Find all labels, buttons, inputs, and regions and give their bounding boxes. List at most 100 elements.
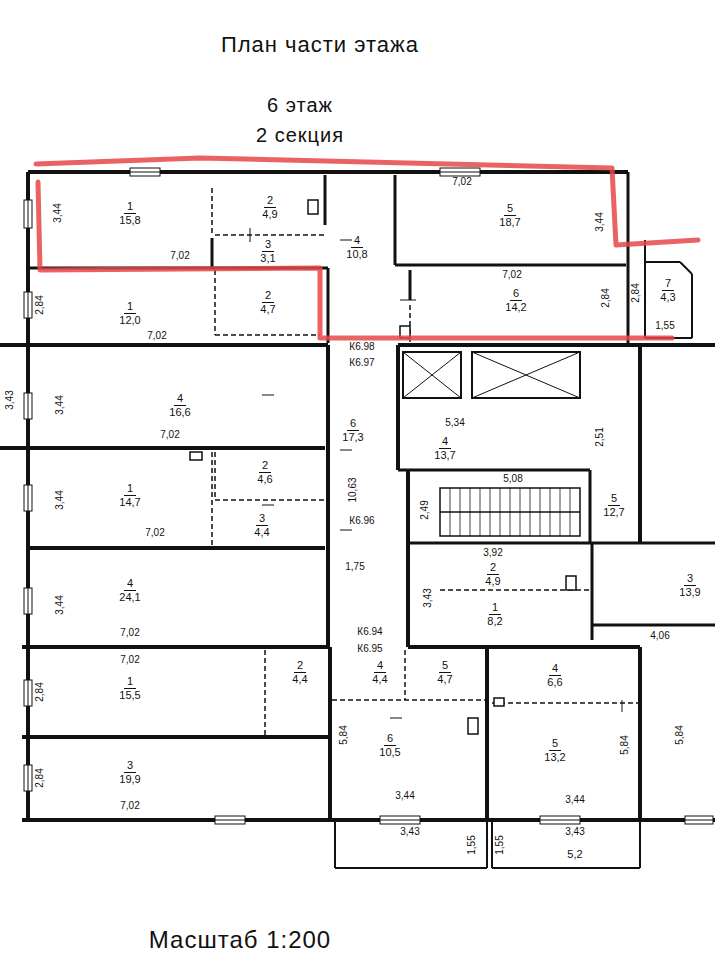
room-number: 5 — [504, 202, 516, 215]
window-frame — [24, 588, 32, 614]
window-glass — [380, 820, 420, 821]
window-frame — [24, 765, 32, 791]
window-frame — [685, 816, 713, 824]
room-number: 6 — [347, 417, 359, 430]
room-area: 8,2 — [487, 615, 502, 627]
room-label: 24,9 — [262, 194, 277, 219]
room-number: 2 — [264, 194, 276, 207]
room-number: 4 — [439, 435, 451, 448]
floor-heading: 6 этаж — [267, 95, 333, 115]
floor-heading: 2 секция — [256, 125, 344, 145]
dimension-text: 1,55 — [494, 835, 505, 854]
room-number: 4 — [374, 659, 386, 672]
wall-line — [639, 820, 641, 868]
wall-line — [211, 238, 214, 268]
window-frame — [24, 393, 32, 419]
dimension-label: 3,44 — [595, 212, 605, 231]
room-area: 18,7 — [499, 216, 520, 228]
room-label: 24,6 — [257, 459, 272, 484]
dimension-text: 5,84 — [674, 725, 685, 744]
door-mark — [622, 700, 623, 712]
room-label: 24,9 — [485, 561, 500, 586]
wall-line — [691, 274, 693, 338]
room-label: 610,5 — [379, 732, 400, 757]
window-frame — [24, 292, 32, 318]
heading-text: 6 этаж — [267, 94, 333, 116]
wall-line — [404, 650, 406, 700]
room-area: 16,6 — [169, 406, 190, 418]
window-symbol — [215, 816, 245, 824]
room-label: 410,8 — [346, 234, 367, 259]
dimension-text: 3,92 — [483, 547, 502, 558]
window-glass — [685, 820, 713, 821]
room-number: 4 — [351, 234, 363, 247]
stair-step — [500, 488, 501, 536]
dimension-text: К6.98 — [349, 341, 374, 352]
window-symbol — [380, 816, 420, 824]
dimension-text: 2,51 — [594, 427, 605, 446]
wall-line — [328, 647, 332, 820]
dimension-label: 3,43 — [565, 827, 584, 837]
window-glass — [28, 393, 29, 419]
dimension-label: 5,84 — [339, 725, 349, 744]
dimension-label: 7,02 — [160, 430, 179, 440]
dimension-text: 7,02 — [170, 250, 189, 261]
room-area: 15,8 — [119, 214, 140, 226]
room-label: 513,2 — [544, 737, 565, 762]
room-label: 112,0 — [119, 300, 140, 325]
vent-shaft — [308, 200, 318, 214]
wall-line — [492, 867, 640, 869]
room: 34,4 — [217, 502, 325, 546]
window-frame — [540, 816, 580, 824]
wall-line — [326, 345, 330, 647]
room: 424,1 — [32, 550, 324, 645]
room-label: 54,7 — [437, 659, 452, 684]
wall-line — [644, 240, 646, 338]
dimension-text: К6.97 — [349, 357, 374, 368]
room-number: 2 — [262, 289, 274, 302]
dimension-label: 7,02 — [170, 251, 189, 261]
vent-shaft — [190, 452, 202, 460]
dimension-text: 7,02 — [120, 654, 139, 665]
dimension-text: 7,02 — [160, 429, 179, 440]
room-area: 12,7 — [603, 506, 624, 518]
plan-title-text: План части этажа — [221, 32, 419, 57]
dimension-label: 3,92 — [483, 548, 502, 558]
dimension-text: 3,44 — [54, 595, 65, 614]
dimension-label: 7,02 — [502, 270, 521, 280]
room-number: 1 — [124, 482, 136, 495]
window-symbol — [24, 292, 32, 318]
room-area: 4,6 — [257, 473, 272, 485]
wall-line — [214, 270, 216, 335]
wall-line — [211, 452, 213, 545]
dimension-label: 5,34 — [445, 418, 464, 428]
room: 319,9 — [30, 740, 328, 818]
wall-line — [22, 818, 715, 822]
room: 24,4 — [268, 650, 328, 735]
dimension-label: 3,44 — [395, 791, 414, 801]
door-mark — [390, 718, 402, 719]
shaft-box — [403, 352, 461, 398]
vent-shaft — [494, 698, 504, 706]
wall-line — [214, 452, 216, 500]
room-label: 518,7 — [499, 202, 520, 227]
room-area: 17,3 — [342, 431, 363, 443]
window-symbol — [24, 485, 32, 511]
vent-shaft — [566, 576, 576, 590]
dimension-text: 7,02 — [145, 527, 164, 538]
shaft-cross — [472, 352, 580, 398]
wall-line — [0, 343, 328, 347]
room-number: 2 — [259, 459, 271, 472]
window-symbol — [540, 816, 580, 824]
stair-step — [470, 488, 471, 536]
window-glass — [28, 200, 29, 228]
window-glass — [130, 172, 160, 173]
dimension-label: 2,84 — [601, 288, 611, 307]
wall-line — [335, 867, 487, 869]
dimension-text: 2,84 — [630, 283, 641, 302]
stair-step — [450, 488, 451, 536]
room-number: 6 — [384, 732, 396, 745]
scale-caption-text: Масштаб 1:200 — [149, 926, 331, 953]
room-area: 14,2 — [505, 301, 526, 313]
room-area: 4,7 — [260, 303, 275, 315]
